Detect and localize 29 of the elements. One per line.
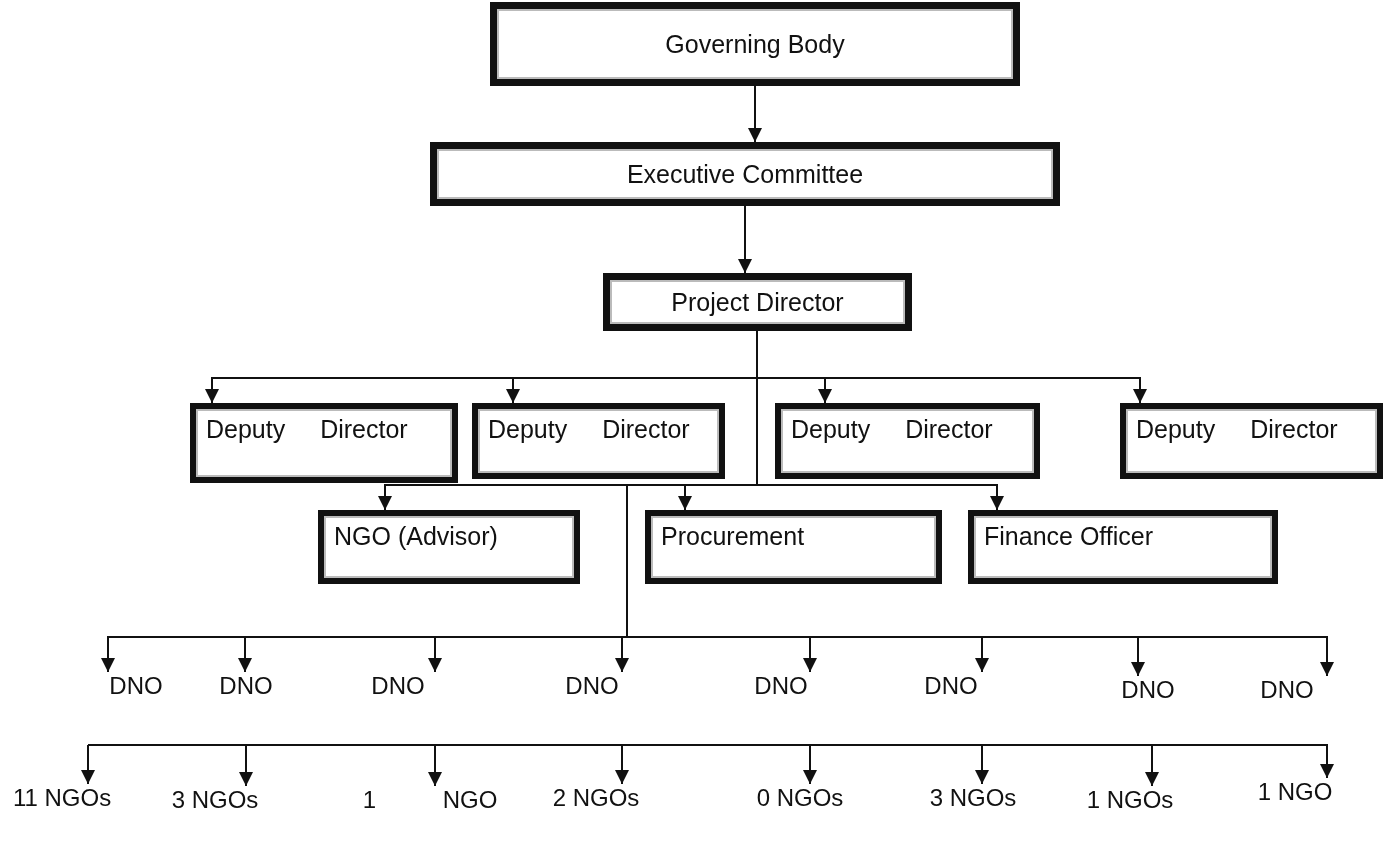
arrow: [81, 744, 95, 785]
text-label: 2 NGOs: [540, 784, 652, 818]
arrow: [738, 205, 752, 274]
org-box: Deputy Director: [190, 403, 458, 483]
text-label: 1 NGOs: [1075, 786, 1185, 820]
arrow: [748, 85, 762, 143]
text-label: 1 NGO: [350, 786, 510, 820]
text-label: DNO: [353, 672, 443, 706]
org-box: Deputy Director: [472, 403, 725, 479]
org-box: NGO (Advisor): [318, 510, 580, 584]
text-label: 0 NGOs: [745, 784, 855, 818]
text-label: DNO: [745, 672, 817, 706]
text-label: DNO: [1242, 676, 1332, 710]
org-box: Governing Body: [490, 2, 1020, 86]
org-box: Deputy Director: [775, 403, 1040, 479]
text-label: DNO: [1112, 676, 1184, 710]
text-label: DNO: [556, 672, 628, 706]
text-label: 3 NGOs: [918, 784, 1028, 818]
text-label: DNO: [100, 672, 172, 706]
org-box: Project Director: [603, 273, 912, 331]
text-label: 3 NGOs: [152, 786, 278, 820]
org-box: Executive Committee: [430, 142, 1060, 206]
org-box: Deputy Director: [1120, 403, 1383, 479]
text-label: 1 NGO: [1250, 778, 1340, 812]
text-label: 11 NGOs: [10, 784, 114, 818]
text-label: DNO: [915, 672, 987, 706]
text-label: DNO: [210, 672, 282, 706]
org-box: Procurement: [645, 510, 942, 584]
org-box: Finance Officer: [968, 510, 1278, 584]
